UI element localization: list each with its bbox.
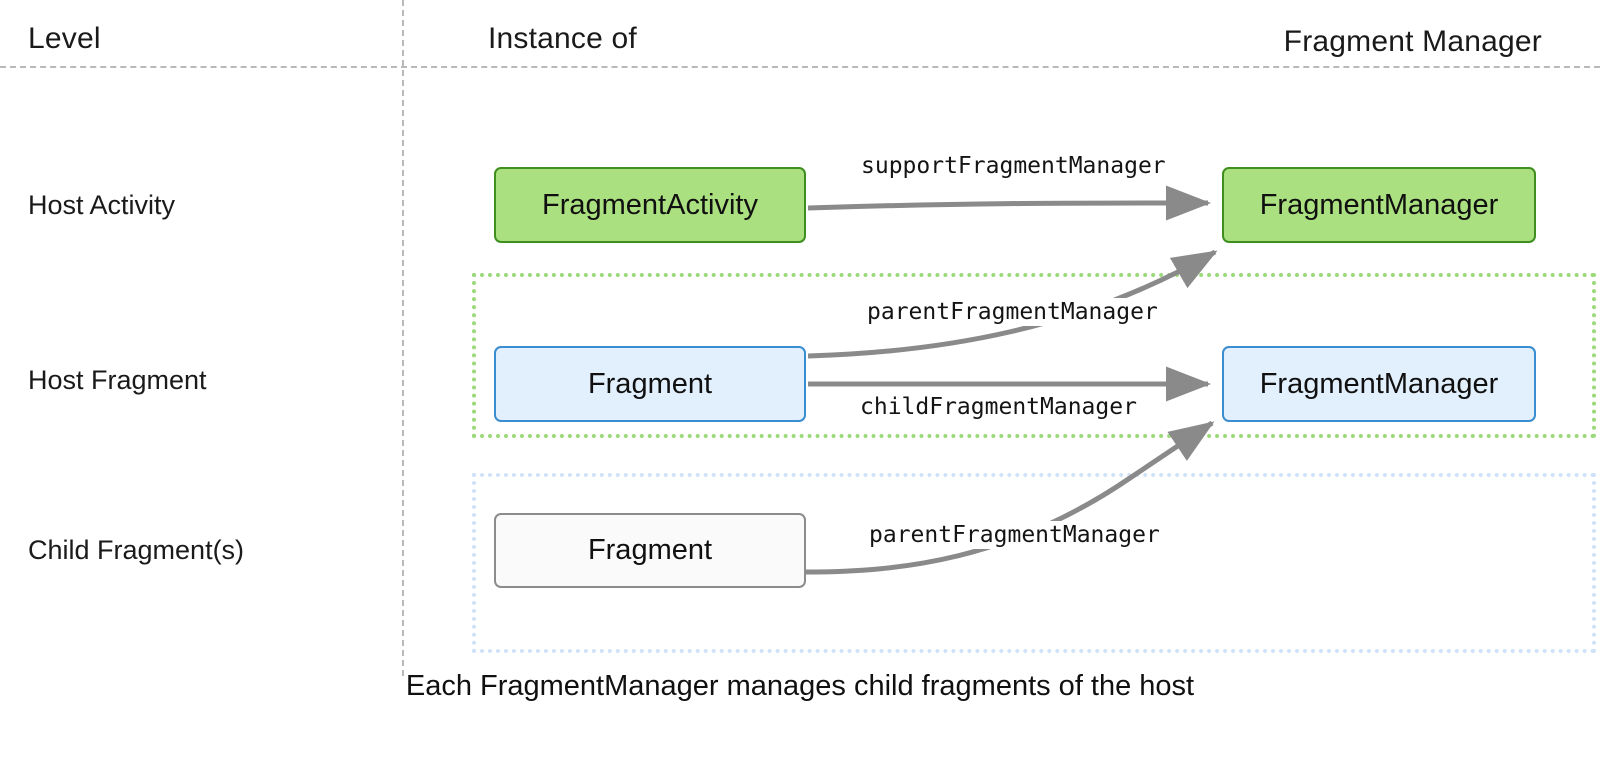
level-label-child-fragment: Child Fragment(s) <box>28 535 245 565</box>
node-fragment-activity-label: FragmentActivity <box>542 188 758 221</box>
column-header-level: Level <box>28 22 101 55</box>
edge-label-parent-fragment-manager-host: parentFragmentManager <box>862 298 1163 326</box>
edge-label-support-fragment-manager: supportFragmentManager <box>856 152 1171 180</box>
level-label-host-activity: Host Activity <box>28 190 176 220</box>
diagram-caption-text: Each FragmentManager manages child fragm… <box>405 670 1195 702</box>
column-divider-line <box>402 0 404 676</box>
node-fragment-manager-host-fragment-label: FragmentManager <box>1259 367 1499 400</box>
diagram-caption: Each FragmentManager manages child fragm… <box>0 670 1600 703</box>
edge-label-parent-fragment-manager-child: parentFragmentManager <box>864 521 1165 549</box>
node-host-fragment-label: Fragment <box>587 367 713 400</box>
arrow-support-fragment-manager <box>807 185 1212 221</box>
node-child-fragment-label: Fragment <box>587 534 713 566</box>
node-host-fragment[interactable]: Fragment <box>494 346 806 422</box>
node-fragment-manager-activity-label: FragmentManager <box>1259 188 1499 221</box>
node-fragment-manager-activity[interactable]: FragmentManager <box>1222 167 1536 243</box>
node-fragment-manager-host-fragment[interactable]: FragmentManager <box>1222 346 1536 422</box>
level-label-host-fragment: Host Fragment <box>28 365 207 395</box>
node-fragment-activity[interactable]: FragmentActivity <box>494 167 806 243</box>
column-header-fragment-manager: Fragment Manager <box>1283 25 1542 58</box>
edge-label-child-fragment-manager: childFragmentManager <box>855 393 1142 421</box>
header-divider-line <box>0 66 1600 68</box>
column-header-instance-of: Instance of <box>488 22 637 55</box>
node-child-fragment[interactable]: Fragment <box>494 513 806 588</box>
